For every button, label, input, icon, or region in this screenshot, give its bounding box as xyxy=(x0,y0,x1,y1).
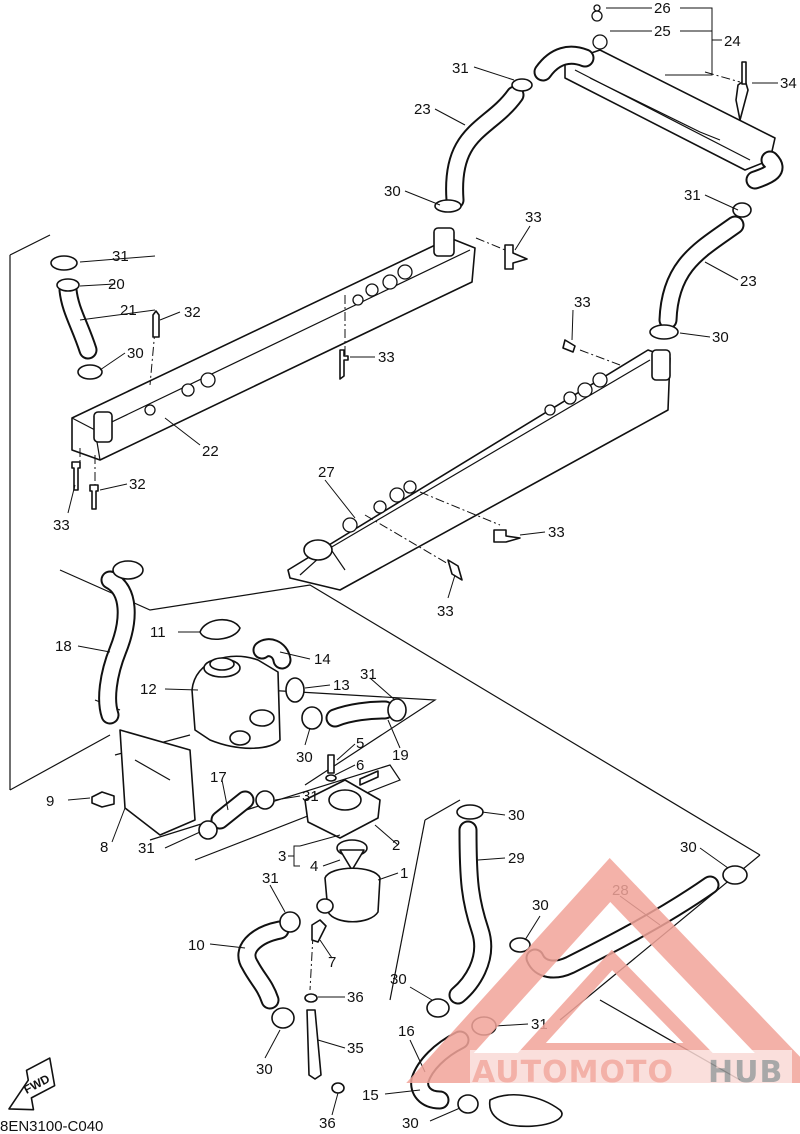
callout-6: 6 xyxy=(356,757,364,774)
callout-26: 26 xyxy=(654,0,671,17)
callout-33-e: 33 xyxy=(548,524,565,541)
callout-23-a: 23 xyxy=(414,101,431,118)
callout-25: 25 xyxy=(654,23,671,40)
callout-31-c: 31 xyxy=(112,248,129,265)
callout-24: 24 xyxy=(724,33,741,50)
callout-5: 5 xyxy=(356,735,364,752)
callout-15: 15 xyxy=(362,1087,379,1104)
callout-31-f: 31 xyxy=(138,840,155,857)
pipe-35 xyxy=(304,993,345,1094)
callout-33-c: 33 xyxy=(378,349,395,366)
callout-35: 35 xyxy=(347,1040,364,1057)
upper-pipe-assembly xyxy=(533,4,784,190)
hose-19 xyxy=(301,698,407,730)
callout-27: 27 xyxy=(318,464,335,481)
callout-33-b: 33 xyxy=(574,294,591,311)
callout-30-f: 30 xyxy=(508,807,525,824)
callout-34: 34 xyxy=(780,75,797,92)
callout-36-b: 36 xyxy=(319,1115,336,1132)
callout-21: 21 xyxy=(120,302,137,319)
hose-18 xyxy=(98,560,144,725)
callout-19: 19 xyxy=(392,747,409,764)
bolts xyxy=(71,61,747,581)
callout-33-a: 33 xyxy=(525,209,542,226)
callout-10: 10 xyxy=(188,937,205,954)
fwd-arrow-icon: FWD xyxy=(8,1057,56,1111)
hose-10 xyxy=(237,911,327,1029)
hose-23-lower xyxy=(649,202,752,340)
callout-labels: 26 25 24 34 31 23 30 31 23 30 33 33 33 3… xyxy=(46,0,797,1132)
callout-30-h: 30 xyxy=(532,897,549,914)
leader-lines xyxy=(67,7,778,1122)
callout-4: 4 xyxy=(310,858,318,875)
callout-14: 14 xyxy=(314,651,331,668)
callout-36-a: 36 xyxy=(347,989,364,1006)
callout-30-d: 30 xyxy=(296,749,313,766)
callout-32-a: 32 xyxy=(184,304,201,321)
callout-30-j: 30 xyxy=(402,1115,419,1132)
callout-31-a: 31 xyxy=(452,60,469,77)
callout-31-b: 31 xyxy=(684,187,701,204)
callout-31-g: 31 xyxy=(262,870,279,887)
callout-30-b: 30 xyxy=(712,329,729,346)
callout-30-c: 30 xyxy=(127,345,144,362)
thermostat-assembly xyxy=(304,754,381,923)
drawing-code: 8EN3100-C040 xyxy=(0,1118,103,1134)
callout-33-f: 33 xyxy=(437,603,454,620)
callout-7: 7 xyxy=(328,954,336,971)
callout-17: 17 xyxy=(210,769,227,786)
callout-31-d: 31 xyxy=(360,666,377,683)
watermark-text-left: AUTOMOTO xyxy=(472,1055,674,1090)
callout-22: 22 xyxy=(202,443,219,460)
callout-16: 16 xyxy=(398,1023,415,1040)
callout-8: 8 xyxy=(100,839,108,856)
hose-21-assembly xyxy=(50,255,103,380)
automotohub-watermark: AUTOMOTO HUB xyxy=(406,857,800,1092)
callout-2: 2 xyxy=(392,837,400,854)
callout-18: 18 xyxy=(55,638,72,655)
watermark-text-right: HUB xyxy=(708,1055,783,1090)
hose-29 xyxy=(426,804,493,1018)
callout-13: 13 xyxy=(333,677,350,694)
hose-17 xyxy=(198,790,275,840)
reservoir-tank-12 xyxy=(191,619,305,750)
callout-20: 20 xyxy=(108,276,125,293)
bracket-8 xyxy=(91,729,196,836)
boundary-lines xyxy=(9,234,761,1081)
callout-30-a: 30 xyxy=(384,183,401,200)
callout-3: 3 xyxy=(278,848,286,865)
hose-23-upper xyxy=(434,78,533,213)
frame-rail-27 xyxy=(287,349,671,591)
callout-32-b: 32 xyxy=(129,476,146,493)
callout-30-e: 30 xyxy=(256,1061,273,1078)
callout-12: 12 xyxy=(140,681,157,698)
frame-rail-22 xyxy=(71,227,476,461)
callout-23-b: 23 xyxy=(740,273,757,290)
callout-33-d: 33 xyxy=(53,517,70,534)
callout-11: 11 xyxy=(150,624,166,641)
callout-29: 29 xyxy=(508,850,525,867)
callout-30-i: 30 xyxy=(390,971,407,988)
callout-31-e: 31 xyxy=(302,788,319,805)
callout-9: 9 xyxy=(46,793,54,810)
callout-1: 1 xyxy=(400,865,408,882)
callout-30-g: 30 xyxy=(680,839,697,856)
